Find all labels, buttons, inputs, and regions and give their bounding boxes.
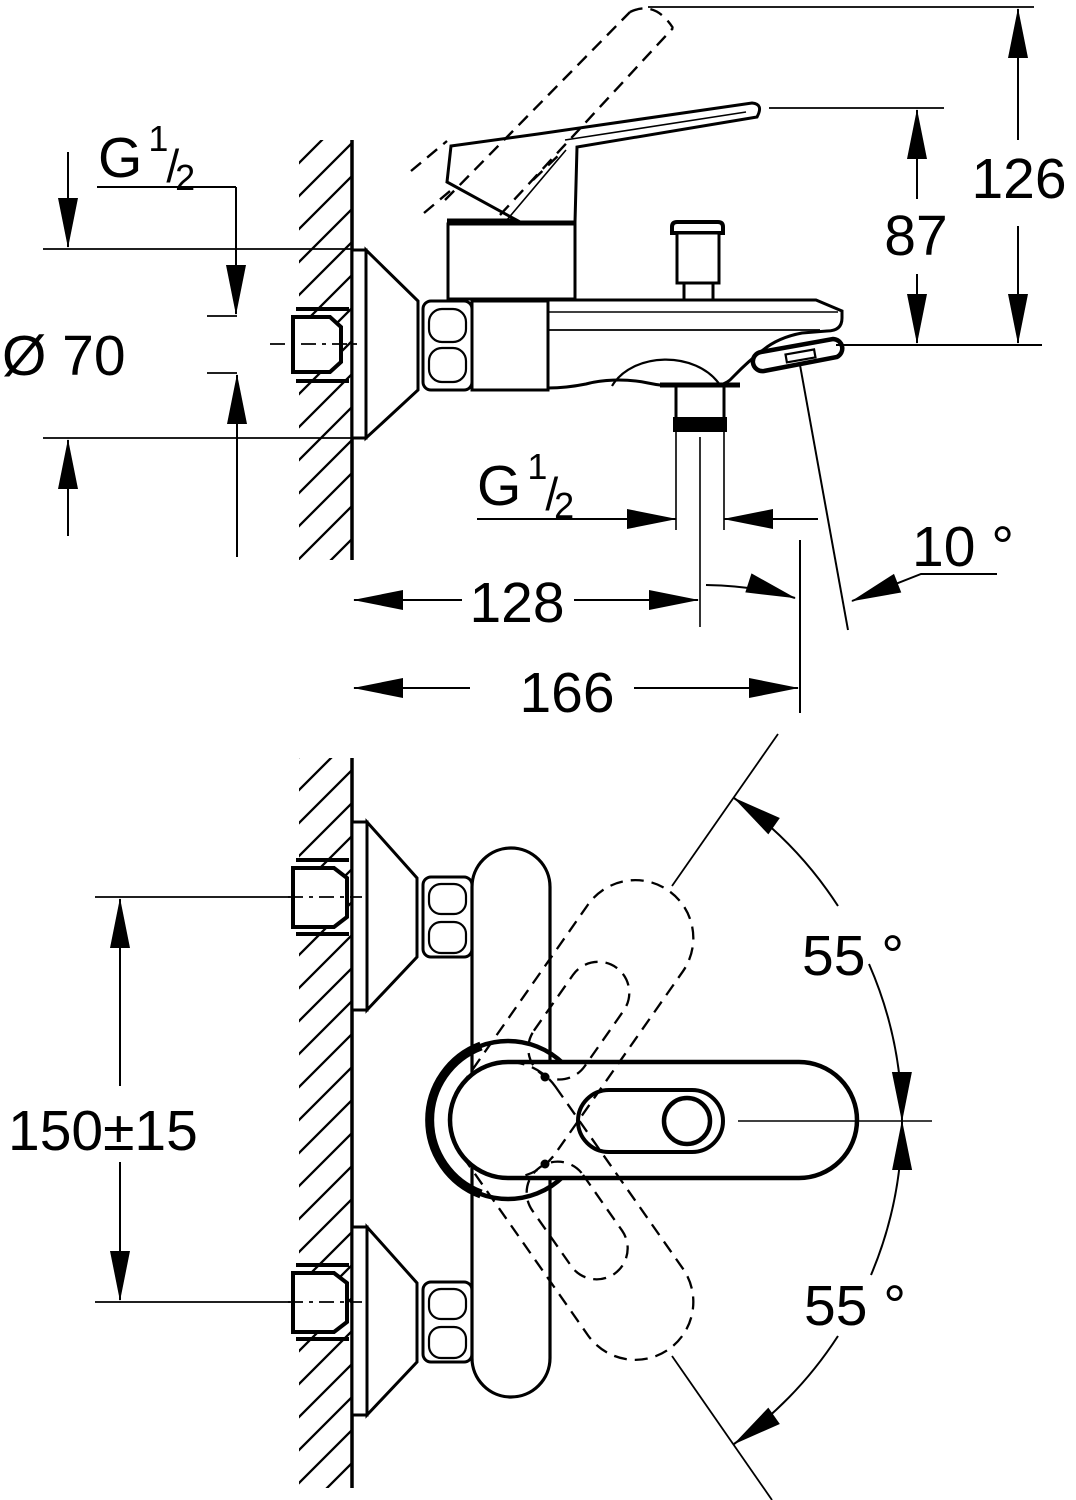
- nut-facet: [427, 307, 468, 344]
- flange-cone: [364, 246, 420, 442]
- dim-swing-lower: 55 °: [804, 1274, 906, 1338]
- handle-dome-heavy-edge: [425, 1041, 483, 1199]
- dim-height-open: 126: [971, 147, 1066, 211]
- body-sleeve: [470, 299, 550, 392]
- dim-swing-upper: 55 °: [802, 924, 904, 988]
- nut-facet: [427, 920, 468, 955]
- flange-cone-lower: [365, 1223, 419, 1419]
- swing-up-axis-line: [671, 733, 779, 887]
- union-center-lines: [288, 896, 362, 1303]
- dim-extension-lines: [43, 248, 352, 439]
- dim-ticks: [207, 315, 237, 374]
- cartridge-housing: [446, 222, 577, 301]
- lever-detail-lines: [505, 111, 747, 222]
- diverter-knob-cap: [670, 220, 725, 235]
- nut-facet: [427, 346, 468, 384]
- wall-opening-edges: [296, 858, 349, 1341]
- swing-down-axis-line: [671, 1355, 773, 1500]
- dim-height-lever: 87: [884, 204, 947, 268]
- angle-leader-arrow: [851, 573, 997, 602]
- dim-inlet-spacing: 150±15: [8, 1099, 198, 1163]
- swing-up-arc: [868, 963, 912, 1122]
- flange-plate-lower: [350, 1225, 369, 1417]
- dim-flange-diameter: Ø 70: [2, 324, 126, 388]
- wall-union-square: [291, 315, 343, 374]
- nut-facet: [427, 1325, 468, 1360]
- nut-facet: [427, 1287, 468, 1321]
- pipe-thread-band: [673, 417, 727, 432]
- dim-shower-depth: 128: [469, 571, 564, 635]
- dim-extension-lines: [95, 896, 290, 1303]
- spout-axis-line: [799, 364, 849, 631]
- dim-spout-depth: 166: [519, 661, 614, 725]
- dim-spout-angle: 10 °: [912, 515, 1014, 579]
- swing-up-arc: [733, 797, 839, 907]
- outlet-boss: [611, 358, 721, 387]
- lever-swung-down-position: [448, 1060, 695, 1361]
- flange-cone-upper: [365, 818, 419, 1014]
- lever-raised-position: [410, 7, 675, 216]
- lever-grip-slot: [576, 1088, 725, 1154]
- diverter-knob-stem: [682, 281, 715, 302]
- lever-handle-plan: [447, 1059, 860, 1181]
- plan-view: 55 ° 55 ° 150±15: [8, 733, 932, 1500]
- flange-plate-upper: [350, 820, 369, 1012]
- swing-down-arc: [733, 1335, 839, 1445]
- lever-logo-ring: [661, 1095, 713, 1147]
- wall-opening-edges: [296, 307, 349, 383]
- angle-arc-arrow: [705, 573, 796, 599]
- nut-facet: [427, 882, 468, 916]
- spout-aerator: [784, 348, 817, 364]
- diverter-knob: [675, 231, 721, 285]
- swing-down-arc: [870, 1120, 913, 1276]
- lever-handle: [445, 101, 762, 224]
